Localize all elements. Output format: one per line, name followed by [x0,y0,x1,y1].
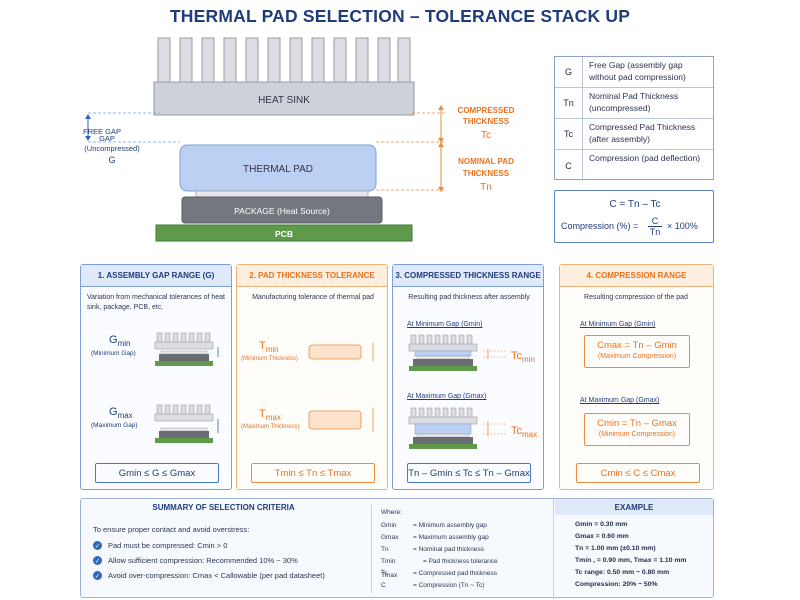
svg-text:Tmax: Tmax [259,408,281,422]
example-header: EXAMPLE [555,499,713,515]
pad-max-shape [308,410,362,430]
criteria-item: ✓Allow sufficient compression: Recommend… [93,556,298,565]
svg-text:Tc: Tc [481,130,491,141]
panel-header: 1. ASSEMBLY GAP RANGE (G) [81,265,231,287]
formula-compression: C = Tn – Tc [609,199,661,210]
mini-stack-max [154,404,219,443]
cmin-box: Cmin = Tn – Gmax (Minimum Compression) [584,413,690,446]
svg-text:Gmax: Gmax [109,406,133,420]
formula-percent: Compression (%) = [561,221,639,231]
legend-row: Tn Nominal Pad Thickness (uncompressed) [555,88,713,119]
svg-text:GAP: GAP [99,134,115,143]
summary-header: SUMMARY OF SELECTION CRITERIA [152,503,295,512]
svg-text:(Maximum Gap): (Maximum Gap) [91,422,138,429]
compressed-label: COMPRESSED [458,106,515,115]
legend-row: Tc Compressed Pad Thickness (after assem… [555,119,713,150]
thermal-pad-label: THERMAL PAD [243,164,313,175]
formula-box: C = Tn – Tc Compression (%) = C Tn × 100… [554,190,714,243]
compressed-range-result: Tn – Gmin ≤ Tc ≤ Tn – Gmax [407,463,531,483]
svg-text:Tmin: Tmin [259,340,279,354]
symbol-legend: G Free Gap (assembly gap without pad com… [554,56,714,181]
package [181,196,383,224]
legend-row: G Free Gap (assembly gap without pad com… [555,57,713,88]
nominal-label: NOMINAL PAD [458,157,514,166]
cmax-box: Cmax = Tn – Gmin (Maximum Compression) [584,335,690,368]
mini-stack-compressed-max [408,407,478,449]
svg-text:Tn: Tn [480,182,492,193]
svg-text:(Minimum Thickness): (Minimum Thickness) [241,356,298,362]
svg-text:Gmin: Gmin [109,334,130,348]
svg-text:Tcmin: Tcmin [511,350,535,364]
stack-diagram: HEAT SINK THERMAL PAD PACKAGE (Heat Sour… [83,37,515,242]
thickness-tolerance-result: Tmin ≤ Tn ≤ Tmax [251,463,375,483]
package-label: PACKAGE (Heat Source) [234,206,330,216]
panel-compressed-thickness: 3. COMPRESSED THICKNESS RANGE Resulting … [392,264,544,490]
svg-text:THICKNESS: THICKNESS [463,117,510,126]
pad-min-shape [308,344,362,360]
compression-range-result: Cmin ≤ C ≤ Cmax [576,463,700,483]
svg-text:(Maximum Thickness): (Maximum Thickness) [241,424,300,430]
criteria-item: ✓Pad must be compressed: Cmin > 0 [93,541,228,550]
summary-box: SUMMARY OF SELECTION CRITERIA To ensure … [80,498,714,599]
gap-range-result: Gmin ≤ G ≤ Gmax [95,463,219,483]
free-gap-label: FREE GAP [83,127,121,136]
svg-text:(Minimum Gap): (Minimum Gap) [91,350,136,357]
page-title: THERMAL PAD SELECTION – TOLERANCE STACK … [169,6,631,26]
check-icon: ✓ [93,556,102,565]
formula-fraction: C Tn [648,216,662,237]
svg-text:Tcmax: Tcmax [511,425,537,439]
check-icon: ✓ [93,541,102,550]
panel-header: 3. COMPRESSED THICKNESS RANGE [393,265,543,287]
svg-text:G: G [108,155,115,165]
panel-header: 4. COMPRESSION RANGE [560,265,713,287]
svg-text:THICKNESS: THICKNESS [463,169,510,178]
pcb [155,224,413,242]
check-icon: ✓ [93,571,102,580]
heat-sink: HEAT SINK [153,37,415,116]
panel-header: 2. PAD THICKNESS TOLERANCE [237,265,387,287]
panel-assembly-gap: 1. ASSEMBLY GAP RANGE (G) Variation from… [80,264,232,490]
criteria-item: ✓Avoid over-compression: Cmax < Callowab… [93,571,325,580]
panel-compression-range: 4. COMPRESSION RANGE Resulting compressi… [559,264,714,490]
heat-sink-label: HEAT SINK [258,95,310,106]
panel-pad-tolerance: 2. PAD THICKNESS TOLERANCE Manufacturing… [236,264,388,490]
mini-stack-compressed-min [408,334,478,371]
mini-stack-min [154,332,219,366]
pcb-label: PCB [275,229,293,239]
legend-row: C Compression (pad deflection) [555,150,713,181]
svg-text:(Uncompressed): (Uncompressed) [84,144,140,153]
